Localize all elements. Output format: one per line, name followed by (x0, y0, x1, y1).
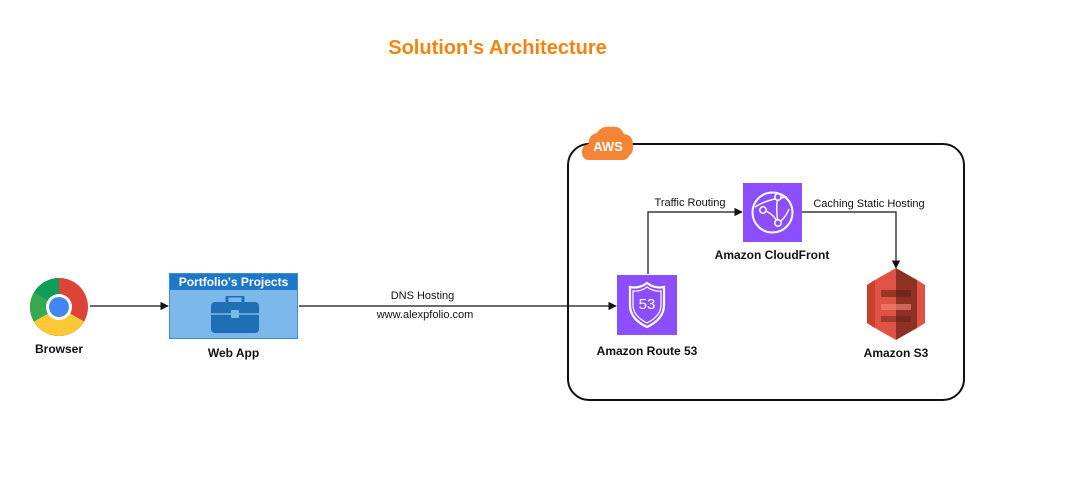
s3-node (865, 268, 927, 340)
briefcase-icon (211, 296, 259, 333)
cloudfront-icon (751, 191, 794, 234)
route53-label: Amazon Route 53 (596, 344, 698, 358)
browser-label: Browser (34, 342, 84, 356)
route53-icon-text: 53 (638, 296, 656, 313)
webapp-node: Portfolio's Projects (169, 273, 298, 339)
edge-label-dns-hosting: DNS Hosting (390, 290, 455, 302)
aws-cloud-icon (582, 126, 634, 160)
s3-bucket-icon (867, 268, 925, 340)
chrome-icon (30, 278, 88, 336)
edge-label-domain: www.alexpfolio.com (376, 309, 474, 321)
diagram-title: Solution's Architecture (388, 37, 607, 59)
s3-label: Amazon S3 (863, 346, 929, 360)
edge-label-caching: Caching Static Hosting (813, 198, 925, 210)
aws-badge: AWS (581, 124, 635, 162)
edge-cloudfront-s3 (802, 211, 901, 269)
aws-cloud-group (567, 143, 965, 401)
aws-badge-label: AWS (593, 139, 623, 154)
route53-node: 53 (617, 275, 677, 335)
route53-icon (628, 281, 666, 329)
edge-route53-cloudfront (647, 207, 743, 274)
cloudfront-label: Amazon CloudFront (714, 248, 830, 262)
cloudfront-node (743, 183, 802, 242)
edge-label-traffic-routing: Traffic Routing (654, 197, 726, 209)
webapp-label: Web App (207, 346, 260, 360)
browser-node: Browser (27, 277, 91, 367)
webapp-header: Portfolio's Projects (170, 274, 297, 290)
